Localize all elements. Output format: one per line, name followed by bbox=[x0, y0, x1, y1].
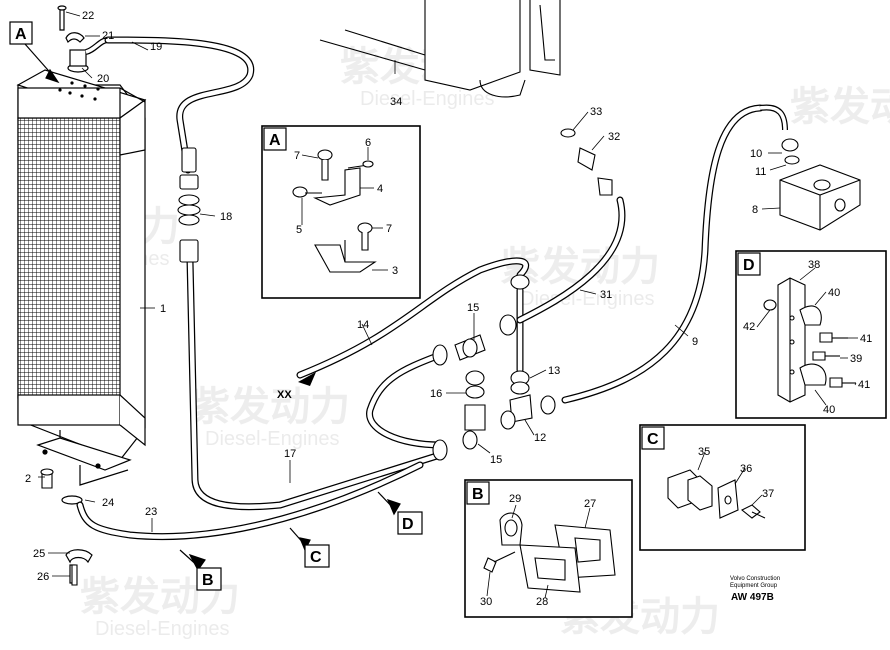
radiator bbox=[16, 69, 147, 486]
watermark-en: Diesel-Engines bbox=[205, 428, 340, 450]
callouts: 1 2 3 4 5 6 7 7 8 9 10 11 12 13 14 15 15… bbox=[25, 10, 872, 608]
inset-c-label: C bbox=[647, 431, 659, 448]
drawing-number: AW 497B bbox=[731, 592, 774, 603]
callout-15b: 15 bbox=[490, 454, 502, 466]
marker-a-label: A bbox=[15, 26, 27, 43]
callout-3: 3 bbox=[392, 265, 398, 277]
xx-arrow: XX bbox=[277, 372, 316, 401]
top-fitting bbox=[57, 5, 109, 73]
tee-fittings bbox=[432, 274, 556, 461]
callout-12: 12 bbox=[534, 432, 546, 444]
inset-d-label: D bbox=[743, 257, 755, 274]
hoses bbox=[76, 36, 764, 541]
callout-39: 39 bbox=[850, 353, 862, 365]
watermark-cn: 紫发动力 bbox=[790, 85, 890, 129]
company-note: Volvo Construction Equipment Group bbox=[730, 576, 780, 590]
watermark-en: Diesel-Engines bbox=[95, 618, 230, 640]
component-34 bbox=[319, 0, 613, 196]
marker-c-label: C bbox=[310, 549, 322, 566]
callout-28: 28 bbox=[536, 596, 548, 608]
callout-5: 5 bbox=[296, 224, 302, 236]
callout-35: 35 bbox=[698, 446, 710, 458]
callout-1: 1 bbox=[160, 303, 166, 315]
callout-7a: 7 bbox=[294, 150, 300, 162]
callout-34: 34 bbox=[390, 96, 402, 108]
callout-36: 36 bbox=[740, 463, 752, 475]
inset-c: C bbox=[639, 424, 806, 551]
marker-b-label: B bbox=[202, 572, 214, 589]
callout-27: 27 bbox=[584, 498, 596, 510]
callout-7b: 7 bbox=[386, 223, 392, 235]
callout-2: 2 bbox=[25, 473, 31, 485]
watermark-cn: 紫发动力 bbox=[190, 385, 350, 429]
callout-41a: 41 bbox=[860, 333, 872, 345]
callout-30: 30 bbox=[480, 596, 492, 608]
callout-19: 19 bbox=[150, 41, 162, 53]
callout-11: 11 bbox=[755, 166, 766, 178]
company-line-2: Equipment Group bbox=[730, 583, 778, 589]
callout-31: 31 bbox=[600, 289, 612, 301]
xx-label: XX bbox=[277, 389, 292, 401]
callout-25: 25 bbox=[33, 548, 45, 560]
view-markers: B C D A bbox=[9, 21, 423, 591]
callout-40b: 40 bbox=[823, 404, 835, 416]
callout-17: 17 bbox=[284, 448, 296, 460]
callout-26: 26 bbox=[37, 571, 49, 583]
callout-15a: 15 bbox=[467, 302, 479, 314]
marker-d-label: D bbox=[402, 516, 414, 533]
callout-24: 24 bbox=[102, 497, 114, 509]
callout-33: 33 bbox=[590, 106, 602, 118]
inset-a-label: A bbox=[269, 132, 281, 149]
callout-21: 21 bbox=[102, 30, 114, 42]
inset-d: D bbox=[735, 250, 887, 419]
callout-38: 38 bbox=[808, 259, 820, 271]
fitting-18 bbox=[177, 147, 201, 263]
inset-b: B bbox=[464, 479, 633, 618]
watermark-en: Diesel-Engines bbox=[360, 88, 495, 110]
callout-16: 16 bbox=[430, 388, 442, 400]
leader-lines bbox=[38, 11, 858, 599]
callout-14: 14 bbox=[357, 319, 369, 331]
callout-32: 32 bbox=[608, 131, 620, 143]
callout-9: 9 bbox=[692, 336, 698, 348]
callout-18: 18 bbox=[220, 211, 232, 223]
callout-29: 29 bbox=[509, 493, 521, 505]
callout-8: 8 bbox=[752, 204, 758, 216]
callout-22: 22 bbox=[82, 10, 94, 22]
callout-13: 13 bbox=[548, 365, 560, 377]
callout-40a: 40 bbox=[828, 287, 840, 299]
callout-20: 20 bbox=[97, 73, 109, 85]
callout-10: 10 bbox=[750, 148, 762, 160]
valve-block-8 bbox=[759, 104, 861, 231]
callout-41b: 41 bbox=[858, 379, 870, 391]
hardware bbox=[40, 468, 78, 586]
callout-6: 6 bbox=[365, 137, 371, 149]
inset-a: A bbox=[261, 125, 421, 299]
callout-42: 42 bbox=[743, 321, 755, 333]
callout-4: 4 bbox=[377, 183, 383, 195]
callout-23: 23 bbox=[145, 506, 157, 518]
callout-37: 37 bbox=[762, 488, 774, 500]
company-line-1: Volvo Construction bbox=[730, 576, 781, 582]
inset-b-label: B bbox=[472, 486, 484, 503]
